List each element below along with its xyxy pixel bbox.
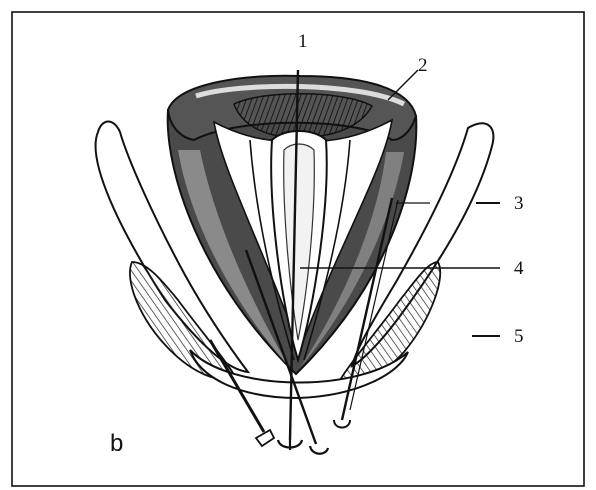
callout-5: 5 [514, 327, 524, 346]
callout-2: 2 [418, 56, 428, 75]
callout-4: 4 [514, 259, 524, 278]
callout-3: 3 [514, 194, 524, 213]
callout-1: 1 [298, 32, 308, 51]
panel-letter: b [110, 432, 123, 456]
